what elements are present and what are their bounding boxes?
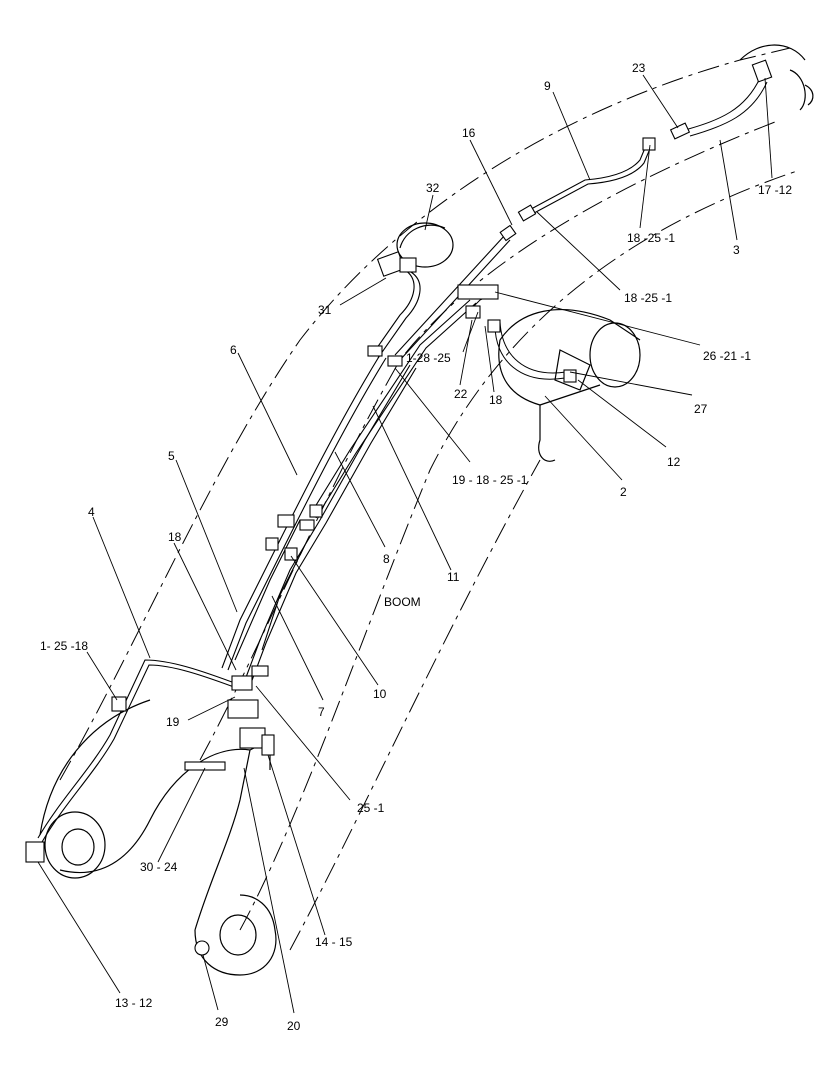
callout-13-12: 13 - 12	[115, 996, 153, 1010]
callout-11: 11	[447, 570, 460, 584]
callout-26-21-1: 26 -21 -1	[703, 349, 751, 363]
callout-16: 16	[462, 126, 476, 140]
hydraulic-tubes	[37, 147, 650, 843]
boom-head	[739, 44, 814, 111]
callout-1-25-18: 1- 25 -18	[40, 639, 88, 653]
callout-32: 32	[426, 181, 440, 195]
callout-1-28-25: 1-28 -25	[406, 351, 451, 365]
callout-18-25-1-a: 18 -25 -1	[627, 231, 675, 245]
callout-17-12: 17 -12	[758, 183, 792, 197]
callout-27: 27	[694, 402, 708, 416]
callout-30-24: 30 - 24	[140, 860, 178, 874]
callout-23: 23	[632, 61, 646, 75]
boom-cylinder	[498, 309, 641, 462]
boom-label: BOOM	[384, 595, 421, 609]
callout-2: 2	[620, 485, 627, 499]
callout-4: 4	[88, 505, 95, 519]
callout-labels: BOOM 23 9 17 -12 16 32 18 -25 -1 3 18 -2…	[40, 61, 792, 1033]
callout-18-25-1-b: 18 -25 -1	[624, 291, 672, 305]
callout-10: 10	[373, 687, 387, 701]
callout-12: 12	[667, 455, 681, 469]
callout-5: 5	[168, 449, 175, 463]
callout-31: 31	[318, 303, 332, 317]
callout-14-15: 14 - 15	[315, 935, 353, 949]
callout-20: 20	[287, 1019, 301, 1033]
hydraulic-hoses	[469, 77, 768, 380]
callout-7: 7	[318, 705, 325, 719]
callout-22: 22	[454, 387, 468, 401]
leader-lines	[37, 74, 773, 1014]
callout-29: 29	[215, 1015, 229, 1029]
callout-19: 19	[166, 715, 180, 729]
callout-3: 3	[733, 243, 740, 257]
callout-9: 9	[544, 79, 551, 93]
callout-8: 8	[383, 552, 390, 566]
callout-25-1: 25 -1	[357, 801, 385, 815]
boom-upper-boss	[396, 222, 454, 268]
callout-18-a: 18	[489, 393, 503, 407]
callout-19-18-25-1: 19 - 18 - 25 -1	[452, 473, 528, 487]
fittings	[25, 59, 773, 956]
callout-18-b: 18	[168, 530, 182, 544]
callout-6: 6	[230, 343, 237, 357]
